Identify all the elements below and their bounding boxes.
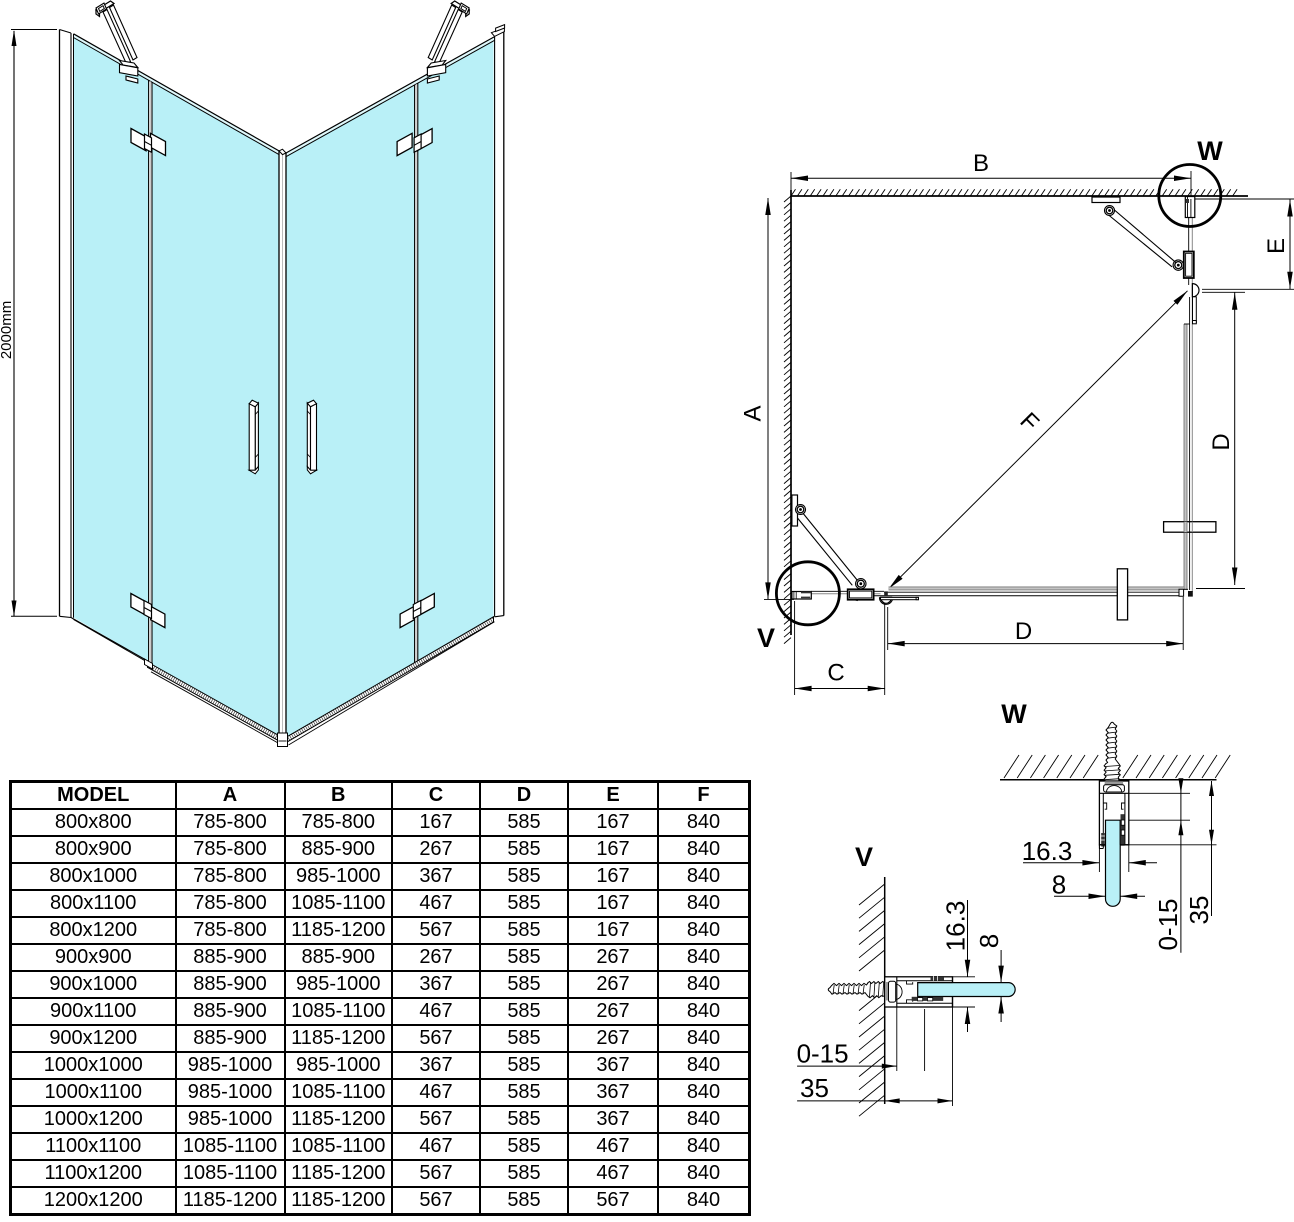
svg-text:F: F [1015,407,1044,436]
svg-text:35: 35 [1184,896,1214,925]
svg-text:W: W [1197,136,1223,166]
svg-text:0-15: 0-15 [1153,898,1183,950]
svg-text:8: 8 [974,934,1004,948]
svg-text:V: V [855,842,873,872]
svg-text:B: B [973,150,989,177]
svg-text:D: D [1015,618,1032,645]
svg-text:16.3: 16.3 [1022,836,1073,866]
svg-text:D: D [1208,433,1235,450]
svg-text:16.3: 16.3 [941,901,971,952]
svg-text:0-15: 0-15 [797,1039,849,1069]
svg-text:A: A [740,405,767,421]
svg-text:35: 35 [800,1073,829,1103]
svg-text:V: V [757,623,775,653]
svg-text:E: E [1263,238,1290,254]
svg-text:2000mm: 2000mm [0,301,15,359]
svg-text:C: C [827,660,844,687]
svg-text:8: 8 [1052,870,1066,900]
svg-text:W: W [1001,699,1027,729]
